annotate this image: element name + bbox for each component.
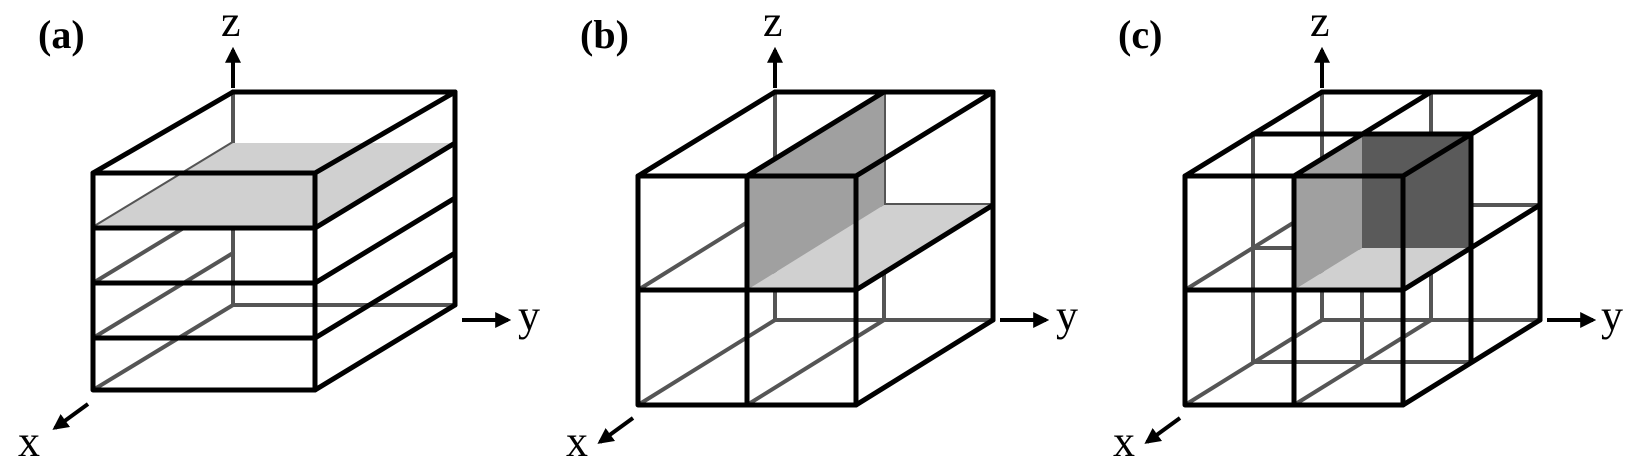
hidden-edges-a	[91, 90, 457, 392]
panel-c: (c)	[1113, 0, 1623, 466]
cube-edges-c	[1182, 89, 1543, 408]
shaded-bottom-face-b	[747, 205, 993, 290]
shaded-side-face-b	[747, 92, 884, 290]
x-axis-label-b: x	[566, 417, 588, 466]
x-axis-arrow-b	[597, 416, 635, 444]
x-axis-label-a: x	[18, 417, 40, 466]
cube-edges-a	[90, 89, 458, 393]
y-axis-label-b: y	[1056, 291, 1078, 340]
z-axis-label-a: z	[221, 0, 241, 46]
shaded-slab-a	[93, 143, 455, 228]
panel-label-b: (b)	[580, 12, 629, 57]
z-axis-label-c: z	[1310, 0, 1330, 46]
shaded-back-face-c	[1362, 134, 1471, 248]
panel-label-a: (a)	[38, 12, 85, 57]
x-axis-arrow-a	[52, 402, 90, 430]
y-axis-label-c: y	[1601, 291, 1623, 340]
y-axis-label-a: y	[518, 291, 540, 340]
panel-b: (b)	[566, 0, 1078, 466]
x-axis-label-c: x	[1113, 417, 1135, 466]
cube-edges-b	[635, 89, 996, 408]
shaded-bottom-face-c	[1294, 248, 1471, 290]
axes-a: z y x	[18, 0, 540, 466]
panel-label-c: (c)	[1118, 12, 1162, 57]
panel-a: (a)	[18, 0, 540, 466]
axes-c: z y x	[1113, 0, 1623, 466]
shaded-left-face-c	[1294, 134, 1362, 290]
axes-b: z y x	[566, 0, 1078, 466]
x-axis-arrow-c	[1144, 416, 1182, 444]
z-axis-label-b: z	[763, 0, 783, 46]
